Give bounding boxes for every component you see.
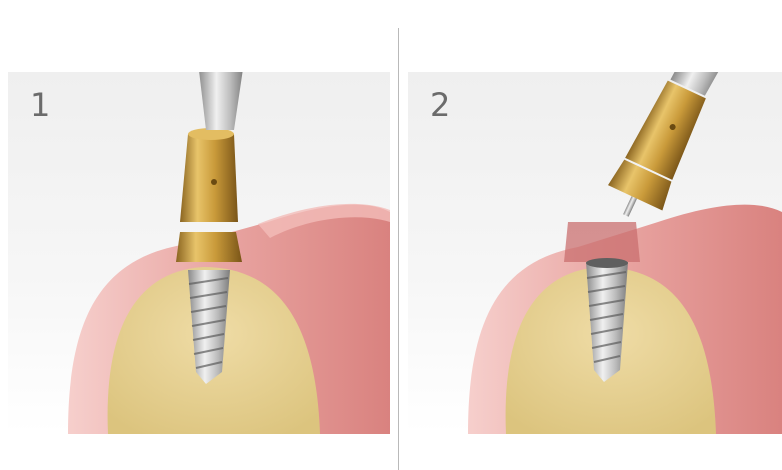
implant-illustration-step-1 <box>8 72 390 434</box>
step-2-panel: 2 <box>408 72 782 434</box>
driver-lifted <box>600 72 747 229</box>
step-1-panel: 1 <box>8 72 390 434</box>
handpiece-shaft <box>198 72 244 130</box>
step-number: 1 <box>30 86 50 124</box>
gum-opening <box>564 222 640 262</box>
driver-tip <box>623 196 637 217</box>
panel-divider <box>398 28 399 470</box>
step-number: 2 <box>430 86 450 124</box>
driver-collar <box>176 232 242 262</box>
driver-body <box>180 134 238 222</box>
implant-illustration-step-2 <box>408 72 782 434</box>
